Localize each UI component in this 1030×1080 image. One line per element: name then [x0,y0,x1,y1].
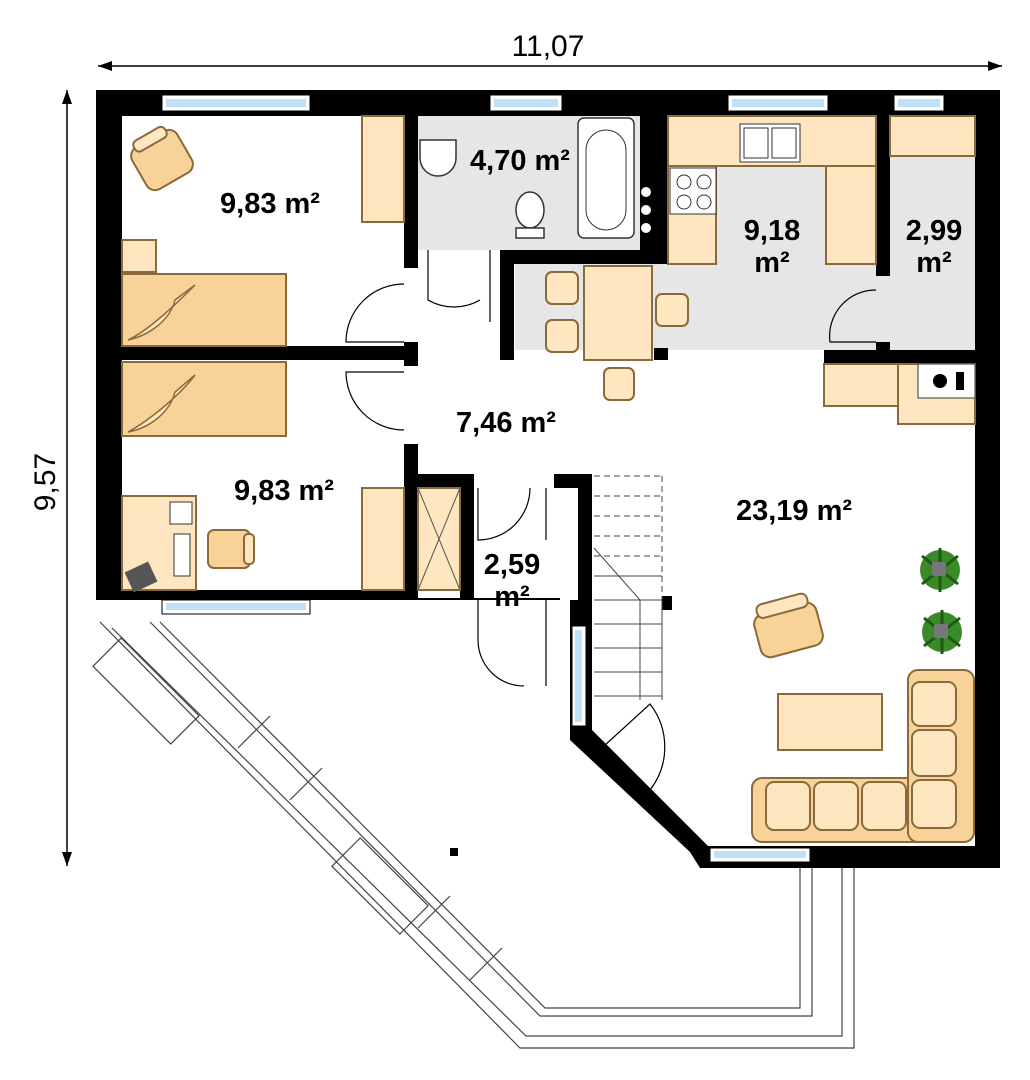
height-dimension: 9,57 [29,90,72,866]
pantry-area-unit: m² [916,247,952,279]
terrace [92,621,855,1049]
bathroom-area: 4,70 m² [470,145,570,177]
height-label: 9,57 [29,453,62,511]
toilet-icon [515,191,545,229]
bathroom-fixtures [419,117,635,239]
sofa [751,669,975,843]
chair-icon [124,561,158,593]
closet-area-unit: m² [494,581,530,613]
bedroom2-area: 9,83 m² [234,475,334,507]
pantry-area: 2,99 [906,215,962,247]
width-dimension: 11,07 [98,30,1002,71]
fireplace [823,363,976,425]
bedroom1-furniture [121,115,405,347]
staircase [593,475,663,700]
closet-wardrobe [417,487,461,591]
bedroom1-area: 9,83 m² [220,188,320,220]
closet-area: 2,59 [484,549,540,581]
pantry-shelf [889,115,976,157]
kitchen-area: 9,18 [744,215,800,247]
doors [345,250,877,833]
kitchen-fixtures [545,115,877,401]
stove-icon [669,167,717,215]
armchair-icon [130,125,194,192]
coffee-table [777,693,883,751]
hall-area: 7,46 m² [456,407,556,439]
bedroom2-furniture [121,361,405,593]
interior-walls [122,116,975,610]
kitchen-area-unit: m² [754,247,790,279]
plant-icon [922,610,962,654]
width-label: 11,07 [512,30,585,63]
armchair-icon [753,592,824,659]
living-area: 23,19 m² [736,495,852,527]
terrace-column [450,848,458,856]
sink-icon [419,139,457,177]
living-furniture [751,548,975,843]
plant-icon [920,548,960,592]
dining-table [583,265,653,361]
windows [161,94,945,863]
